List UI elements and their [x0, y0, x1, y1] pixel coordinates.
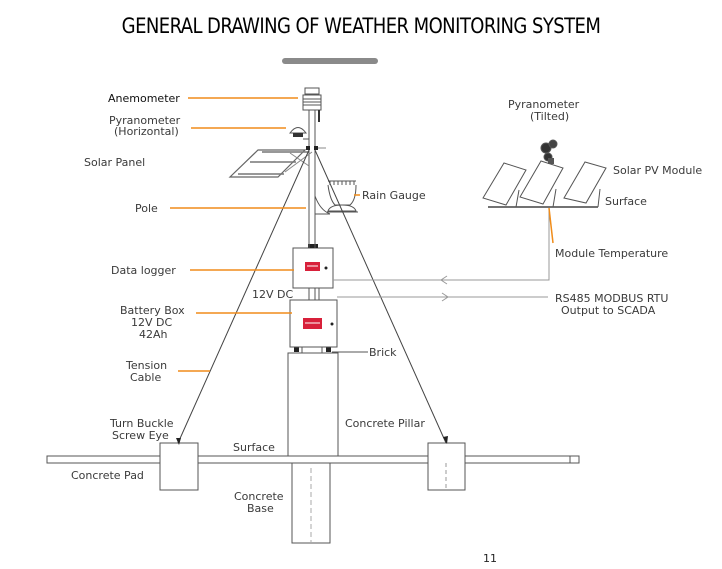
- label-concrete-pillar: Concrete Pillar: [345, 417, 425, 430]
- label-pyranometer-tilted: Pyranometer: [508, 98, 580, 111]
- label-pyranometer-tilted-sub: (Tilted): [530, 110, 569, 123]
- label-solar-panel: Solar Panel: [84, 156, 145, 169]
- label-output-scada: Output to SCADA: [561, 304, 656, 317]
- tension-cable-left: [177, 149, 310, 444]
- label-brick: Brick: [369, 346, 397, 359]
- ground-surface: [46, 455, 580, 464]
- label-pyranometer-horizontal-sub: (Horizontal): [114, 125, 179, 138]
- label-battery-voltage: 12V DC: [131, 316, 172, 329]
- label-solar-pv-module: Solar PV Module: [613, 164, 702, 177]
- pyranometer-horizontal-device: [289, 127, 309, 140]
- anemometer-device: [302, 87, 322, 122]
- label-concrete-pad: Concrete Pad: [71, 469, 144, 482]
- label-pyranometer-horizontal: Pyranometer: [109, 114, 181, 127]
- solar-pv-modules: [482, 139, 607, 208]
- label-anemometer: Anemometer: [108, 92, 180, 105]
- solar-panel-device: [228, 146, 326, 178]
- label-turn-buckle: Turn Buckle: [109, 417, 174, 430]
- label-battery-capacity: 42Ah: [139, 328, 168, 341]
- label-screw-eye: Screw Eye: [112, 429, 169, 442]
- page-number: 11: [483, 552, 497, 565]
- label-12v-dc: 12V DC: [252, 288, 293, 301]
- label-surface-main: Surface: [233, 441, 275, 454]
- label-rain-gauge: Rain Gauge: [362, 189, 426, 202]
- concrete-pad-left: [159, 442, 199, 491]
- leader-lines: [170, 97, 554, 372]
- label-module-temperature: Module Temperature: [555, 247, 668, 260]
- label-tension-cable-sub: Cable: [130, 371, 161, 384]
- title-underline-bar: [282, 58, 378, 64]
- label-concrete-base-sub: Base: [247, 502, 274, 515]
- rain-gauge-device: [314, 180, 358, 215]
- concrete-pillar: [287, 352, 339, 457]
- label-tension-cable: Tension: [125, 359, 167, 372]
- label-battery-box: Battery Box: [120, 304, 185, 317]
- label-concrete-base: Concrete: [234, 490, 284, 503]
- label-data-logger: Data logger: [111, 264, 176, 277]
- label-rs485: RS485 MODBUS RTU: [555, 292, 668, 305]
- page-title: GENERAL DRAWING OF WEATHER MONITORING SY…: [121, 14, 601, 39]
- label-surface-pv: Surface: [605, 195, 647, 208]
- label-pole: Pole: [135, 202, 158, 215]
